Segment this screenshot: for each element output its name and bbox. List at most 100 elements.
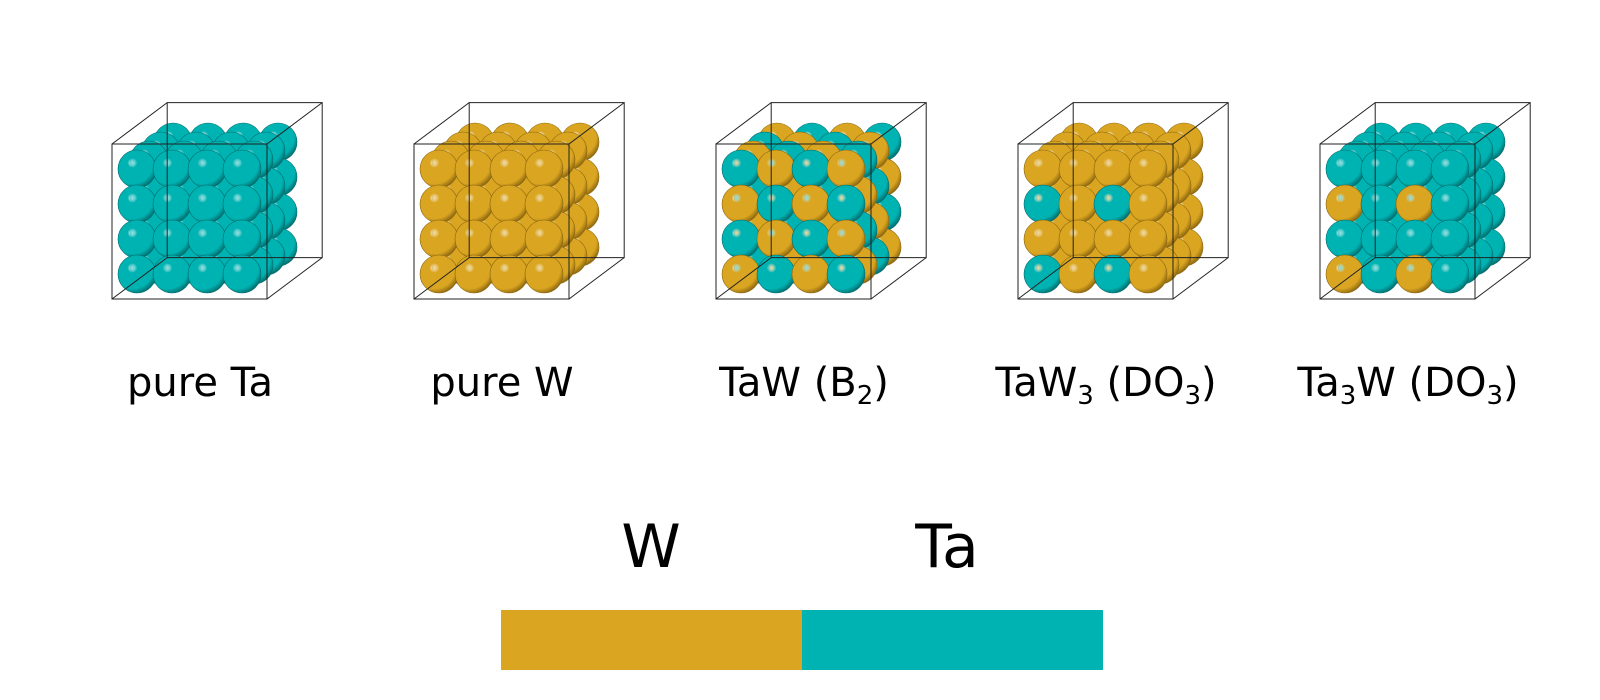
atom-w <box>489 254 529 294</box>
atom-w <box>721 184 761 224</box>
cube-taw3-do3 <box>1017 102 1229 300</box>
atom-ta <box>1093 254 1133 294</box>
atom-w <box>1128 149 1168 189</box>
atom-ta <box>117 219 157 259</box>
atom-ta <box>1325 149 1365 189</box>
structure-label-pure-ta: pure Ta <box>127 360 273 406</box>
atom-ta <box>721 149 761 189</box>
atom-ta <box>756 254 796 294</box>
atom-ta <box>117 254 157 294</box>
atom-w <box>524 184 564 224</box>
atom-w <box>1128 219 1168 259</box>
atom-ta <box>222 149 262 189</box>
unit-cell-wireframe <box>715 102 927 300</box>
atom-ta <box>152 219 192 259</box>
atom-ta <box>187 149 227 189</box>
atom-ta <box>1430 219 1470 259</box>
structure-label-taw-b2: TaW (B2) <box>719 360 889 411</box>
atom-w <box>1325 184 1365 224</box>
atom-ta <box>1360 254 1400 294</box>
atom-ta <box>1395 149 1435 189</box>
atom-ta <box>826 184 866 224</box>
atom-ta <box>187 219 227 259</box>
atom-ta <box>1360 219 1400 259</box>
atom-ta <box>791 149 831 189</box>
atom-w <box>826 219 866 259</box>
atom-ta <box>1395 219 1435 259</box>
atom-w <box>454 254 494 294</box>
atom-w <box>454 219 494 259</box>
atom-ta <box>152 254 192 294</box>
atom-w <box>1023 149 1063 189</box>
atom-w <box>1058 184 1098 224</box>
atom-w <box>1058 254 1098 294</box>
atom-w <box>419 219 459 259</box>
atom-ta <box>1430 149 1470 189</box>
atom-w <box>826 149 866 189</box>
atom-ta <box>222 219 262 259</box>
atom-ta <box>222 184 262 224</box>
atom-ta <box>1430 184 1470 224</box>
atom-ta <box>1430 254 1470 294</box>
atom-w <box>524 254 564 294</box>
atom-w <box>489 219 529 259</box>
atom-w <box>1093 219 1133 259</box>
atom-w <box>454 149 494 189</box>
atom-w <box>419 184 459 224</box>
atom-w <box>1395 184 1435 224</box>
legend-label-w: W <box>621 512 681 582</box>
cube-taw-b2 <box>715 102 927 300</box>
atom-ta <box>117 149 157 189</box>
atom-ta <box>1360 149 1400 189</box>
atom-w <box>524 219 564 259</box>
atom-w <box>419 149 459 189</box>
atom-ta <box>187 184 227 224</box>
atom-ta <box>117 184 157 224</box>
atom-ta <box>721 219 761 259</box>
atom-ta <box>791 219 831 259</box>
atom-w <box>1325 254 1365 294</box>
atom-ta <box>152 184 192 224</box>
unit-cell-wireframe <box>413 102 625 300</box>
unit-cell-wireframe <box>1319 102 1531 300</box>
atom-ta <box>152 149 192 189</box>
atom-ta <box>1325 219 1365 259</box>
legend-swatch-ta <box>802 610 1103 670</box>
atom-ta <box>1093 184 1133 224</box>
atom-w <box>1128 184 1168 224</box>
atom-w <box>791 254 831 294</box>
atom-w <box>721 254 761 294</box>
structure-label-ta3w-do3: Ta3W (DO3) <box>1297 360 1519 411</box>
atom-w <box>791 184 831 224</box>
atom-w <box>1128 254 1168 294</box>
atom-ta <box>187 254 227 294</box>
atom-w <box>1023 219 1063 259</box>
atom-w <box>489 149 529 189</box>
cube-ta3w-do3 <box>1319 102 1531 300</box>
atom-ta <box>1360 184 1400 224</box>
atom-w <box>419 254 459 294</box>
legend-swatch-w <box>501 610 802 670</box>
atom-ta <box>756 184 796 224</box>
cube-pure-w <box>413 102 625 300</box>
atom-w <box>1058 219 1098 259</box>
cube-pure-ta <box>111 102 323 300</box>
atom-ta <box>826 254 866 294</box>
atom-w <box>756 219 796 259</box>
atom-w <box>489 184 529 224</box>
atom-w <box>1058 149 1098 189</box>
atom-w <box>454 184 494 224</box>
atom-w <box>756 149 796 189</box>
atom-w <box>1093 149 1133 189</box>
legend-label-ta: Ta <box>915 512 979 582</box>
atom-ta <box>1023 184 1063 224</box>
atom-w <box>524 149 564 189</box>
unit-cell-wireframe <box>1017 102 1229 300</box>
atom-ta <box>1023 254 1063 294</box>
atom-ta <box>222 254 262 294</box>
atom-w <box>1395 254 1435 294</box>
structure-label-pure-w: pure W <box>430 360 574 406</box>
structure-label-taw3-do3: TaW3 (DO3) <box>995 360 1217 411</box>
unit-cell-wireframe <box>111 102 323 300</box>
